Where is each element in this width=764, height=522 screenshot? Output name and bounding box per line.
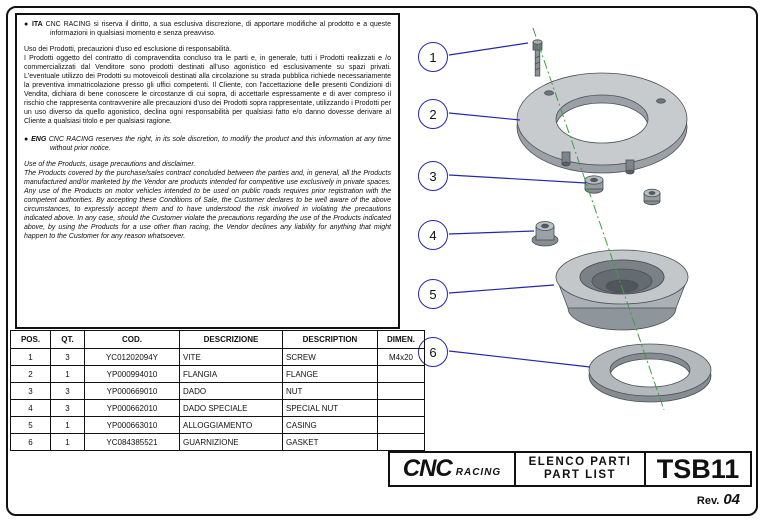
callout-3: 3 [418, 161, 448, 191]
ita-body-text: I Prodotti oggetto del contratto di comp… [24, 55, 391, 125]
part-list-title-ita: ELENCO PARTI [528, 456, 632, 468]
cell-cod: YC01202094Y [84, 348, 180, 366]
cell-pos: 3 [10, 382, 51, 400]
col-header-description: DESCRIPTION [282, 330, 378, 349]
cell-cod: YP000669010 [84, 382, 180, 400]
eng-header-line: ● ENG CNC RACING reserves the right, in … [24, 135, 391, 153]
cell-qt: 1 [50, 416, 85, 434]
callout-5: 5 [418, 279, 448, 309]
cell-qt: 1 [50, 365, 85, 383]
cell-dimen [377, 433, 425, 451]
revision-value: 04 [723, 491, 740, 508]
flange-part [516, 72, 688, 175]
part-list-title-eng: PART LIST [543, 469, 617, 481]
disclaimer-box: ● ITA CNC RACING si riserva il diritto, … [15, 13, 400, 329]
cell-descrizione: DADO SPECIALE [179, 399, 283, 417]
leader-lines [448, 42, 591, 368]
callout-1: 1 [418, 42, 448, 72]
cell-descrizione: GUARNIZIONE [179, 433, 283, 451]
leader-line-2 [448, 112, 521, 121]
cell-descrizione: DADO [179, 382, 283, 400]
eng-header-text: CNC RACING reserves the right, in its so… [48, 136, 392, 152]
table-header-row: POS. QT. COD. DESCRIZIONE DESCRIPTION DI… [10, 330, 425, 349]
table-row: 5 1 YP000663010 ALLOGGIAMENTO CASING [10, 416, 425, 434]
gasket-part [588, 343, 712, 403]
cell-description: GASKET [282, 433, 378, 451]
ita-bullet-label: ● ITA [24, 21, 43, 28]
document-code: TSB11 [656, 453, 740, 484]
cell-dimen [377, 399, 425, 417]
table-row: 2 1 YP000994010 FLANGIA FLANGE [10, 365, 425, 383]
nut-part [584, 175, 661, 206]
cell-descrizione: ALLOGGIAMENTO [179, 416, 283, 434]
table-row: 3 3 YP000669010 DADO NUT [10, 382, 425, 400]
eng-usage-title: Use of the Products, usage precautions a… [24, 161, 196, 168]
cell-description: FLANGE [282, 365, 378, 383]
cell-pos: 4 [10, 399, 51, 417]
parts-table: POS. QT. COD. DESCRIZIONE DESCRIPTION DI… [10, 330, 425, 451]
cell-description: NUT [282, 382, 378, 400]
leader-line-6 [448, 350, 591, 368]
part-list-title: ELENCO PARTI PART LIST [514, 453, 646, 485]
ita-usage-title: Uso dei Prodotti, precauzioni d'uso ed e… [24, 46, 232, 53]
table-row: 4 3 YP000662010 DADO SPECIALE SPECIAL NU… [10, 399, 425, 417]
ita-header-line: ● ITA CNC RACING si riserva il diritto, … [24, 20, 391, 38]
table-row: 1 3 YC01202094Y VITE SCREW M4x20 [10, 348, 425, 366]
cell-descrizione: FLANGIA [179, 365, 283, 383]
cell-pos: 6 [10, 433, 51, 451]
eng-bullet-label: ● ENG [24, 136, 47, 143]
cell-dimen [377, 382, 425, 400]
cell-dimen [377, 416, 425, 434]
logo-cnc-text: CNC [402, 455, 453, 482]
leader-line-4 [448, 230, 535, 235]
cell-cod: YP000663010 [84, 416, 180, 434]
page-border-frame [6, 6, 758, 516]
screw-part [532, 39, 543, 77]
cell-description: SPECIAL NUT [282, 399, 378, 417]
cell-description: CASING [282, 416, 378, 434]
col-header-dimen: DIMEN. [377, 330, 425, 349]
casing-part [555, 249, 689, 331]
callout-2: 2 [418, 99, 448, 129]
cell-descrizione: VITE [179, 348, 283, 366]
title-block: CNC RACING ELENCO PARTI PART LIST TSB11 [388, 451, 752, 487]
table-row: 6 1 YC084385521 GUARNIZIONE GASKET [10, 433, 425, 451]
col-header-qt: QT. [50, 330, 85, 349]
leader-line-1 [448, 42, 529, 56]
col-header-pos: POS. [10, 330, 51, 349]
leader-line-3 [448, 174, 587, 184]
cell-pos: 1 [10, 348, 51, 366]
special-nut-part [531, 221, 559, 247]
cell-description: SCREW [282, 348, 378, 366]
cell-qt: 3 [50, 382, 85, 400]
callout-4: 4 [418, 220, 448, 250]
cell-cod: YC084385521 [84, 433, 180, 451]
leader-line-5 [448, 284, 555, 294]
assembly-centerline [532, 27, 665, 411]
cell-dimen: M4x20 [377, 348, 425, 366]
cell-pos: 5 [10, 416, 51, 434]
cell-qt: 1 [50, 433, 85, 451]
ita-header-text: CNC RACING si riserva il diritto, a sua … [45, 21, 392, 37]
logo-racing-text: RACING [455, 466, 502, 478]
revision-line: Rev. 04 [697, 491, 740, 508]
cell-cod: YP000994010 [84, 365, 180, 383]
col-header-cod: COD. [84, 330, 180, 349]
cnc-racing-logo: CNC RACING [390, 453, 514, 485]
col-header-descrizione: DESCRIZIONE [179, 330, 283, 349]
cell-pos: 2 [10, 365, 51, 383]
cell-cod: YP000662010 [84, 399, 180, 417]
cell-dimen [377, 365, 425, 383]
cell-qt: 3 [50, 399, 85, 417]
cell-qt: 3 [50, 348, 85, 366]
eng-body-text: The Products covered by the purchase/sal… [24, 170, 391, 240]
revision-label: Rev. [696, 495, 720, 507]
